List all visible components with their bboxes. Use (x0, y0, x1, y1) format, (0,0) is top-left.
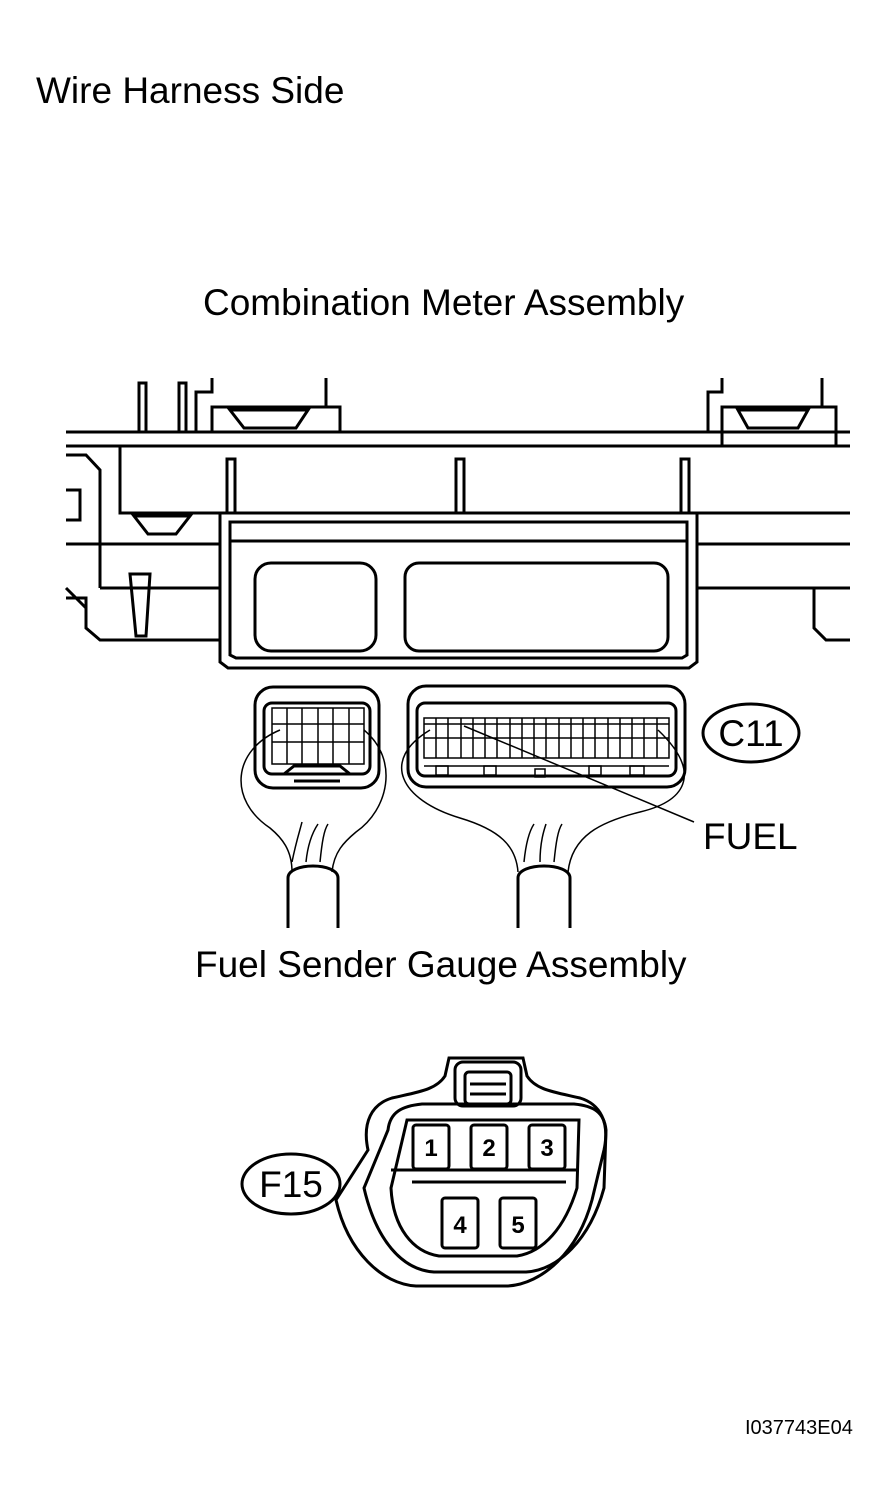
combination-meter-housing (64, 378, 850, 642)
diagram-title: Wire Harness Side (36, 70, 345, 111)
fuel-sender-label: Fuel Sender Gauge Assembly (195, 944, 687, 985)
pin-5-label: 5 (511, 1212, 524, 1239)
fuel-sender-connector: 1 2 3 4 5 (334, 1056, 608, 1288)
pin-4-label: 4 (453, 1212, 467, 1239)
wire-harness-left (240, 729, 387, 928)
harness-connector-small (253, 685, 381, 790)
wire-harness-right (400, 729, 686, 928)
f15-tag: F15 (240, 1152, 342, 1216)
c11-tag: C11 (701, 702, 801, 764)
meter-receptacle-frame (218, 511, 699, 670)
fuel-leader-line (463, 725, 695, 823)
fuel-terminal-label: FUEL (703, 816, 798, 857)
harness-connector-c11 (406, 684, 687, 789)
pin-2-label: 2 (482, 1135, 495, 1162)
part-code: I037743E04 (745, 1417, 853, 1439)
c11-tag-text: C11 (718, 713, 783, 754)
pin-3-label: 3 (540, 1135, 553, 1162)
pin-1-label: 1 (424, 1135, 437, 1162)
combination-meter-label: Combination Meter Assembly (203, 282, 685, 323)
f15-tag-text: F15 (259, 1164, 323, 1205)
